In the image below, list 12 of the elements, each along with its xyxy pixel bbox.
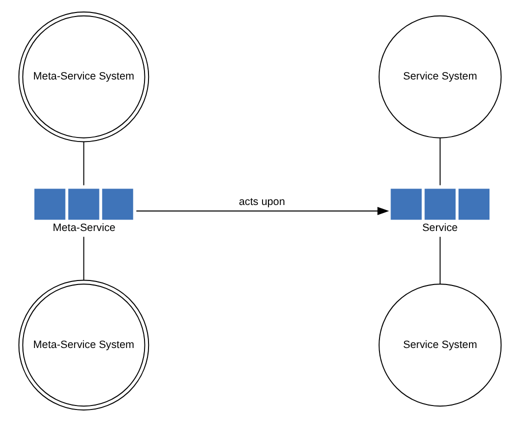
node-circle: Service System [378,284,502,407]
arrow [136,206,390,216]
edge-label: acts upon [238,196,286,208]
node-label: Service [422,222,458,234]
node-circle: Meta-Service System [18,280,150,410]
node-circle: Meta-Service System [18,12,150,142]
connector [440,138,441,186]
connector [440,236,441,284]
node-label: Meta-Service [52,222,116,234]
connector [83,142,84,186]
node-circle: Service System [378,15,502,138]
connector [83,236,84,281]
